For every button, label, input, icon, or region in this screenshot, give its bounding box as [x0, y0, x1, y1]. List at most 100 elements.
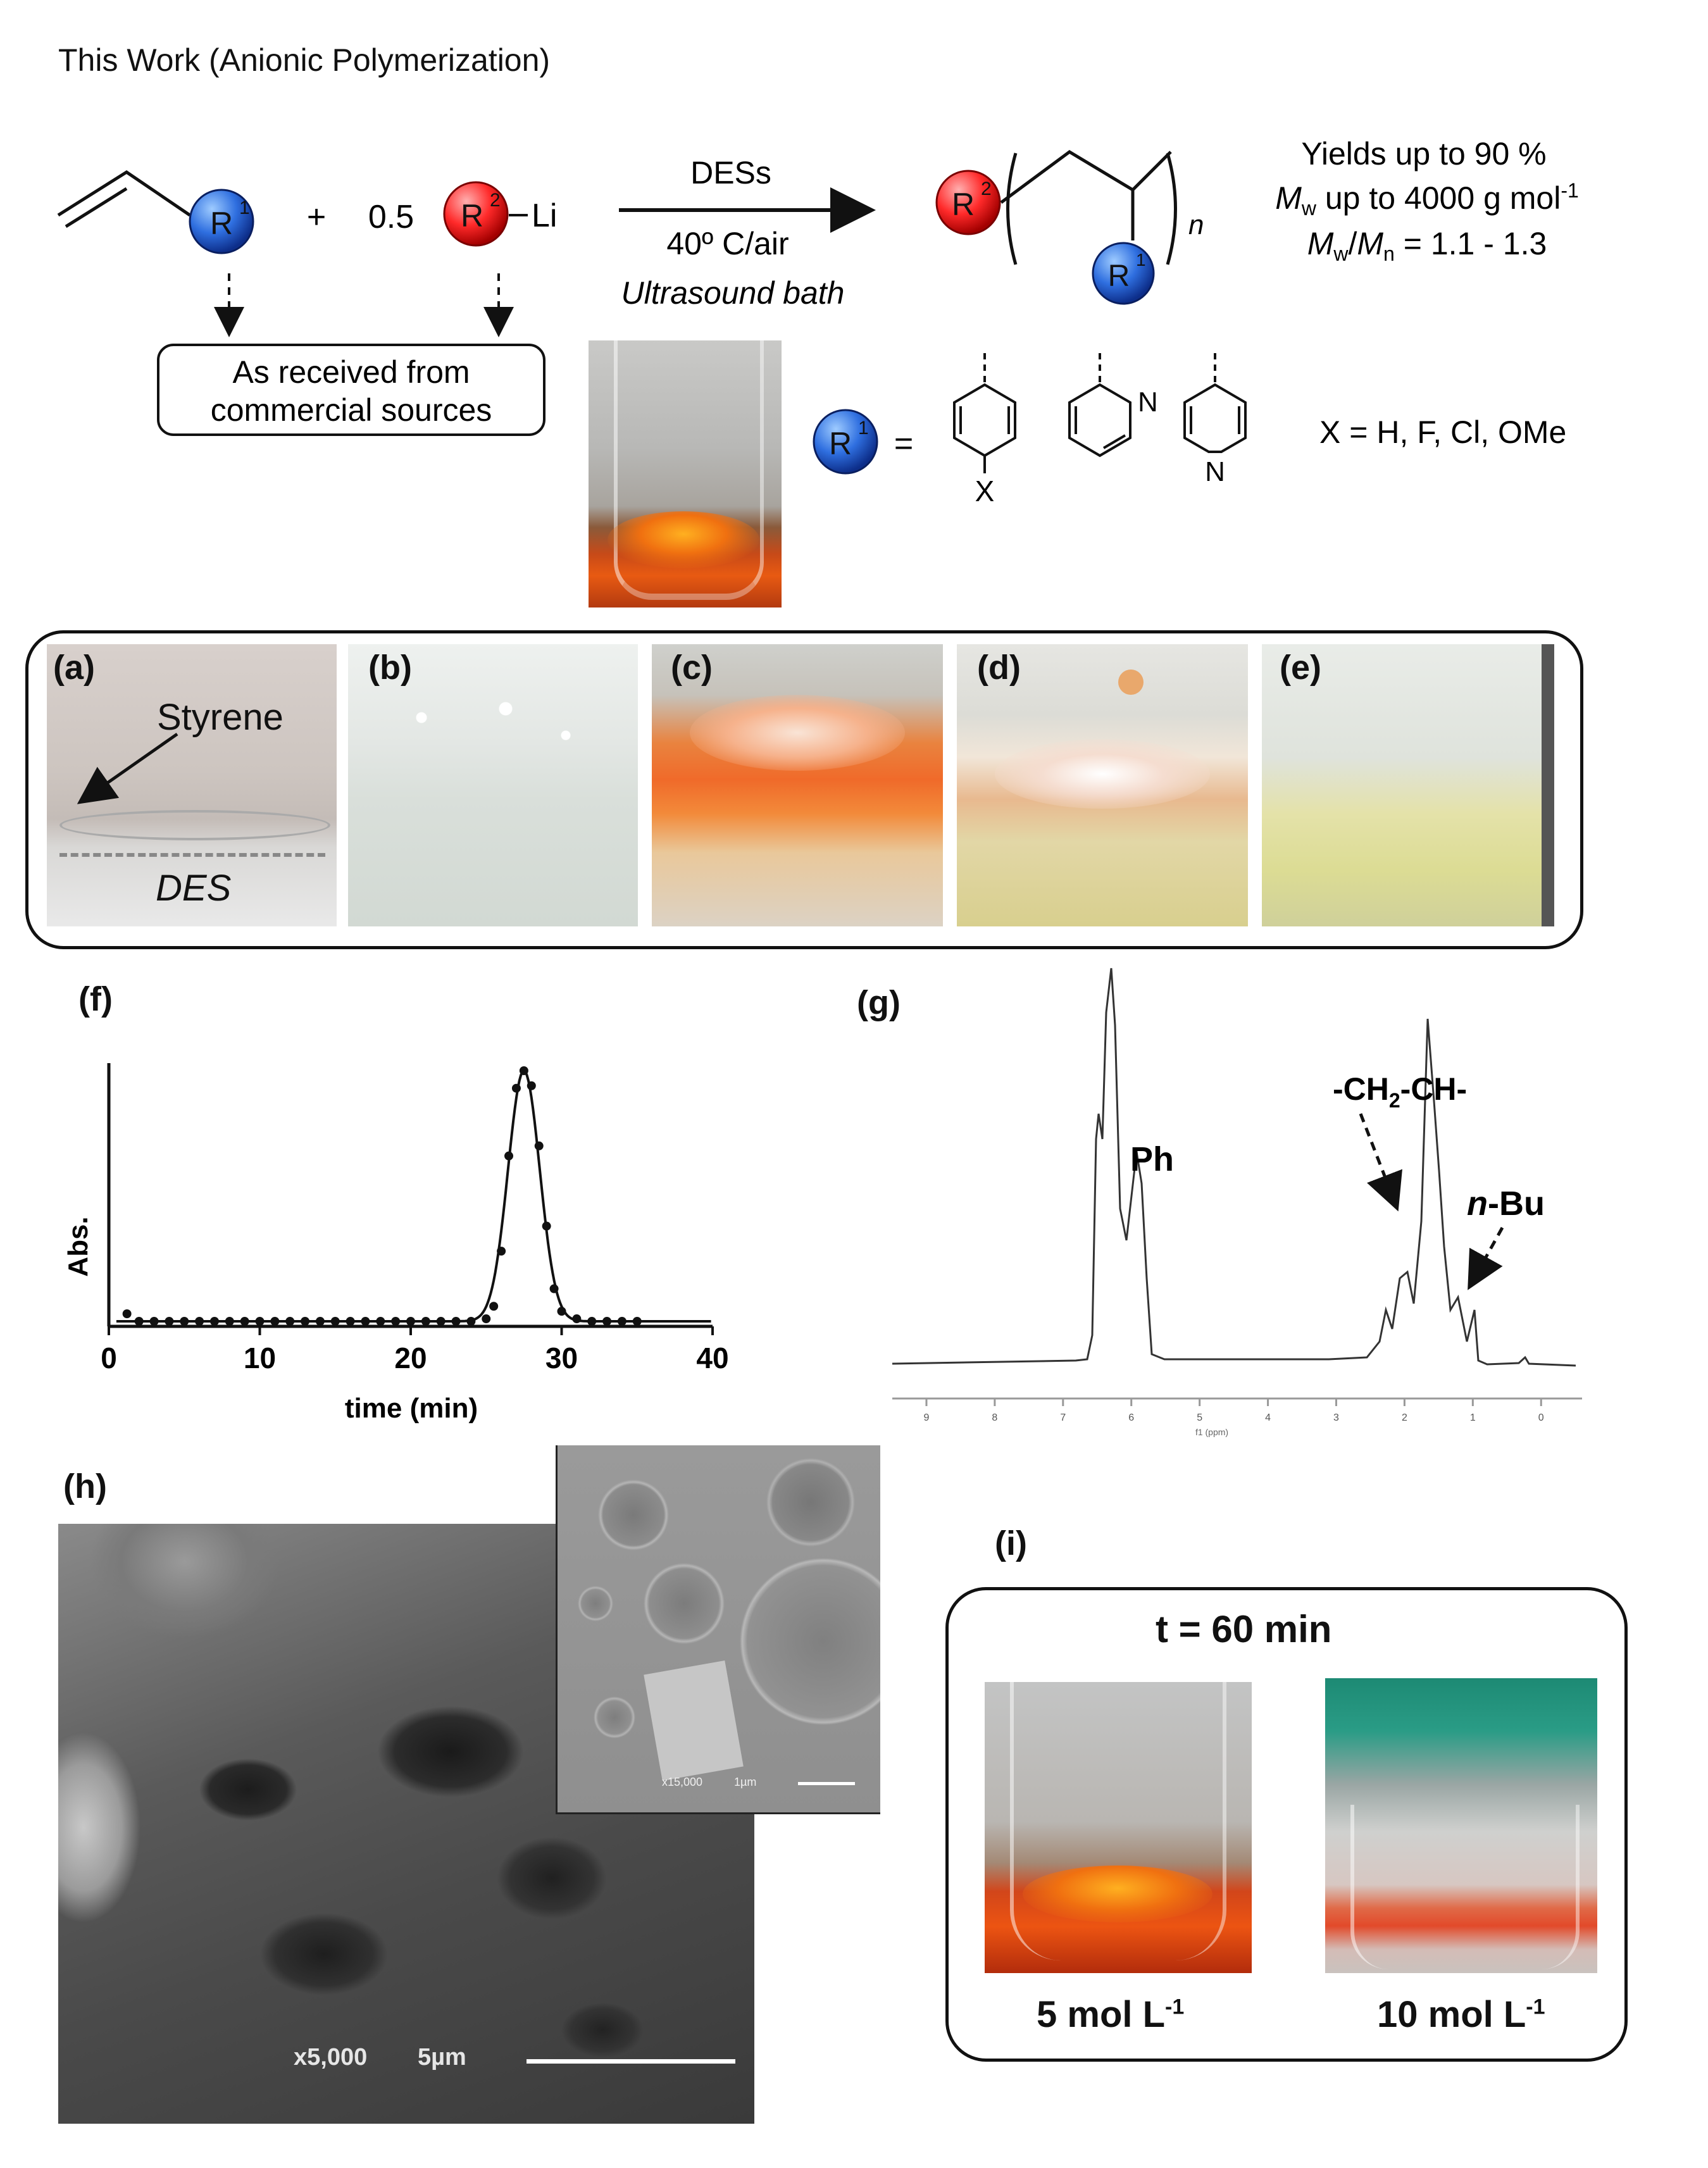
- panel-i-title: t = 60 min: [1156, 1608, 1332, 1650]
- pyridine-4-n: N: [1205, 456, 1225, 487]
- data-point: [436, 1317, 446, 1326]
- photo-c: [652, 644, 943, 926]
- data-point: [406, 1317, 415, 1326]
- photo-a-label: (a): [53, 649, 95, 687]
- ppm-tick-label: 3: [1333, 1412, 1339, 1423]
- data-point: [240, 1317, 249, 1326]
- data-point: [519, 1066, 528, 1075]
- data-point: [549, 1284, 559, 1293]
- panel-g-label: (g): [857, 984, 901, 1022]
- photo-e: [1262, 644, 1554, 926]
- svg-text:R: R: [952, 187, 975, 222]
- x-tick-label: 0: [101, 1342, 117, 1374]
- pdi-text: Mw/Mn = 1.1 - 1.3: [1307, 226, 1547, 265]
- polymer-backbone: [1000, 149, 1177, 265]
- y-axis-title: Abs.: [63, 1216, 94, 1276]
- styrene-arrow: [77, 732, 178, 804]
- sem-main-mag: x5,000: [294, 2044, 368, 2071]
- figure-title: This Work (Anionic Polymerization): [58, 42, 551, 78]
- data-point: [122, 1309, 132, 1319]
- data-point: [195, 1317, 204, 1326]
- svg-text:1: 1: [239, 197, 250, 218]
- ppm-tick-label: 5: [1197, 1412, 1202, 1423]
- panel-i-frame: [945, 1587, 1628, 2062]
- ppm-tick-label: 1: [1470, 1412, 1476, 1423]
- lithium-label: Li: [532, 197, 557, 234]
- photo-row-frame: [25, 630, 1583, 949]
- yield-text: Yields up to 90 %: [1301, 136, 1546, 171]
- data-point: [285, 1317, 295, 1326]
- gpc-chart: Abs. time (min) 0 10 20 30 40: [63, 1063, 729, 1424]
- x-tick-label: 30: [545, 1342, 578, 1374]
- r1-ball: R 1: [189, 189, 254, 254]
- nbu-arrow: [1468, 1226, 1504, 1290]
- svg-text:R: R: [461, 198, 483, 234]
- x-tick-label: 20: [394, 1342, 427, 1374]
- repeat-n: n: [1188, 209, 1204, 240]
- photo-b: [348, 644, 638, 926]
- des-label: DES: [156, 868, 232, 909]
- data-point: [301, 1317, 310, 1326]
- ph-label: Ph: [1130, 1140, 1174, 1178]
- ppm-tick-label: 2: [1402, 1412, 1407, 1423]
- svg-text:1: 1: [1136, 250, 1146, 270]
- photo-c-label: (c): [671, 649, 713, 687]
- data-point: [361, 1317, 370, 1326]
- svg-text:1: 1: [858, 418, 869, 439]
- x-substituent: X: [975, 475, 995, 508]
- nbu-label: n-Bu: [1467, 1185, 1545, 1223]
- svg-text:2: 2: [490, 190, 501, 211]
- ppm-tick-label: 6: [1128, 1412, 1134, 1423]
- data-point: [225, 1317, 234, 1326]
- svg-text:R: R: [210, 206, 233, 241]
- ppm-tick-label: 9: [924, 1412, 930, 1423]
- sem-inset-mag: x15,000: [662, 1776, 703, 1788]
- ch-arrow: [1359, 1113, 1402, 1212]
- photo-d: [957, 644, 1248, 926]
- x-tick-label: 10: [244, 1342, 276, 1374]
- ppm-tick-label: 4: [1265, 1412, 1271, 1423]
- data-point: [376, 1317, 385, 1326]
- data-point: [572, 1314, 582, 1324]
- gpc-curve: [116, 1069, 711, 1323]
- pyridine-2-n: N: [1138, 387, 1158, 418]
- mw-text: Mw up to 4000 g mol-1: [1275, 179, 1579, 220]
- reaction-vial-photo: [589, 340, 782, 607]
- svg-text:2: 2: [981, 178, 992, 199]
- r1-ball-product: R 1: [1092, 242, 1155, 305]
- label-5-mol: 5 mol L-1: [1037, 1994, 1185, 2035]
- data-point: [421, 1317, 430, 1326]
- data-point: [391, 1317, 401, 1326]
- data-point: [466, 1317, 476, 1326]
- r1-ball-definition: R 1: [813, 409, 878, 475]
- data-point: [632, 1317, 642, 1326]
- data-point: [482, 1314, 491, 1324]
- photo-e-label: (e): [1280, 649, 1321, 687]
- data-point: [542, 1221, 551, 1231]
- x-axis-title: time (min): [345, 1393, 478, 1424]
- r2-ball-product: R 2: [935, 170, 1001, 235]
- pyridine-4-ring: [1183, 353, 1247, 453]
- data-point: [270, 1317, 280, 1326]
- photo-a: [47, 644, 337, 926]
- source-box-line-2: commercial sources: [211, 392, 492, 428]
- data-point: [504, 1151, 514, 1161]
- data-point: [315, 1317, 325, 1326]
- vial-5-mol-photo: [985, 1682, 1252, 1973]
- reaction-scheme: R 1 + 0.5 R 2 Li As received from commer…: [57, 136, 1579, 508]
- data-point: [209, 1317, 219, 1326]
- data-point: [451, 1317, 461, 1326]
- ppm-tick-label: 8: [992, 1412, 997, 1423]
- data-point: [255, 1317, 265, 1326]
- x-tick-label: 40: [696, 1342, 728, 1374]
- arrow-mid-label: 40º C/air: [666, 226, 789, 261]
- data-point: [617, 1317, 626, 1326]
- ppm-tick-label: 0: [1538, 1412, 1544, 1423]
- panel-h-label: (h): [63, 1467, 107, 1505]
- nmr-trace: [892, 968, 1576, 1367]
- styrene-label: Styrene: [157, 697, 284, 738]
- data-point: [180, 1317, 189, 1326]
- arrow-bottom-label: Ultrasound bath: [621, 275, 844, 311]
- benzene-ring: [953, 353, 1016, 473]
